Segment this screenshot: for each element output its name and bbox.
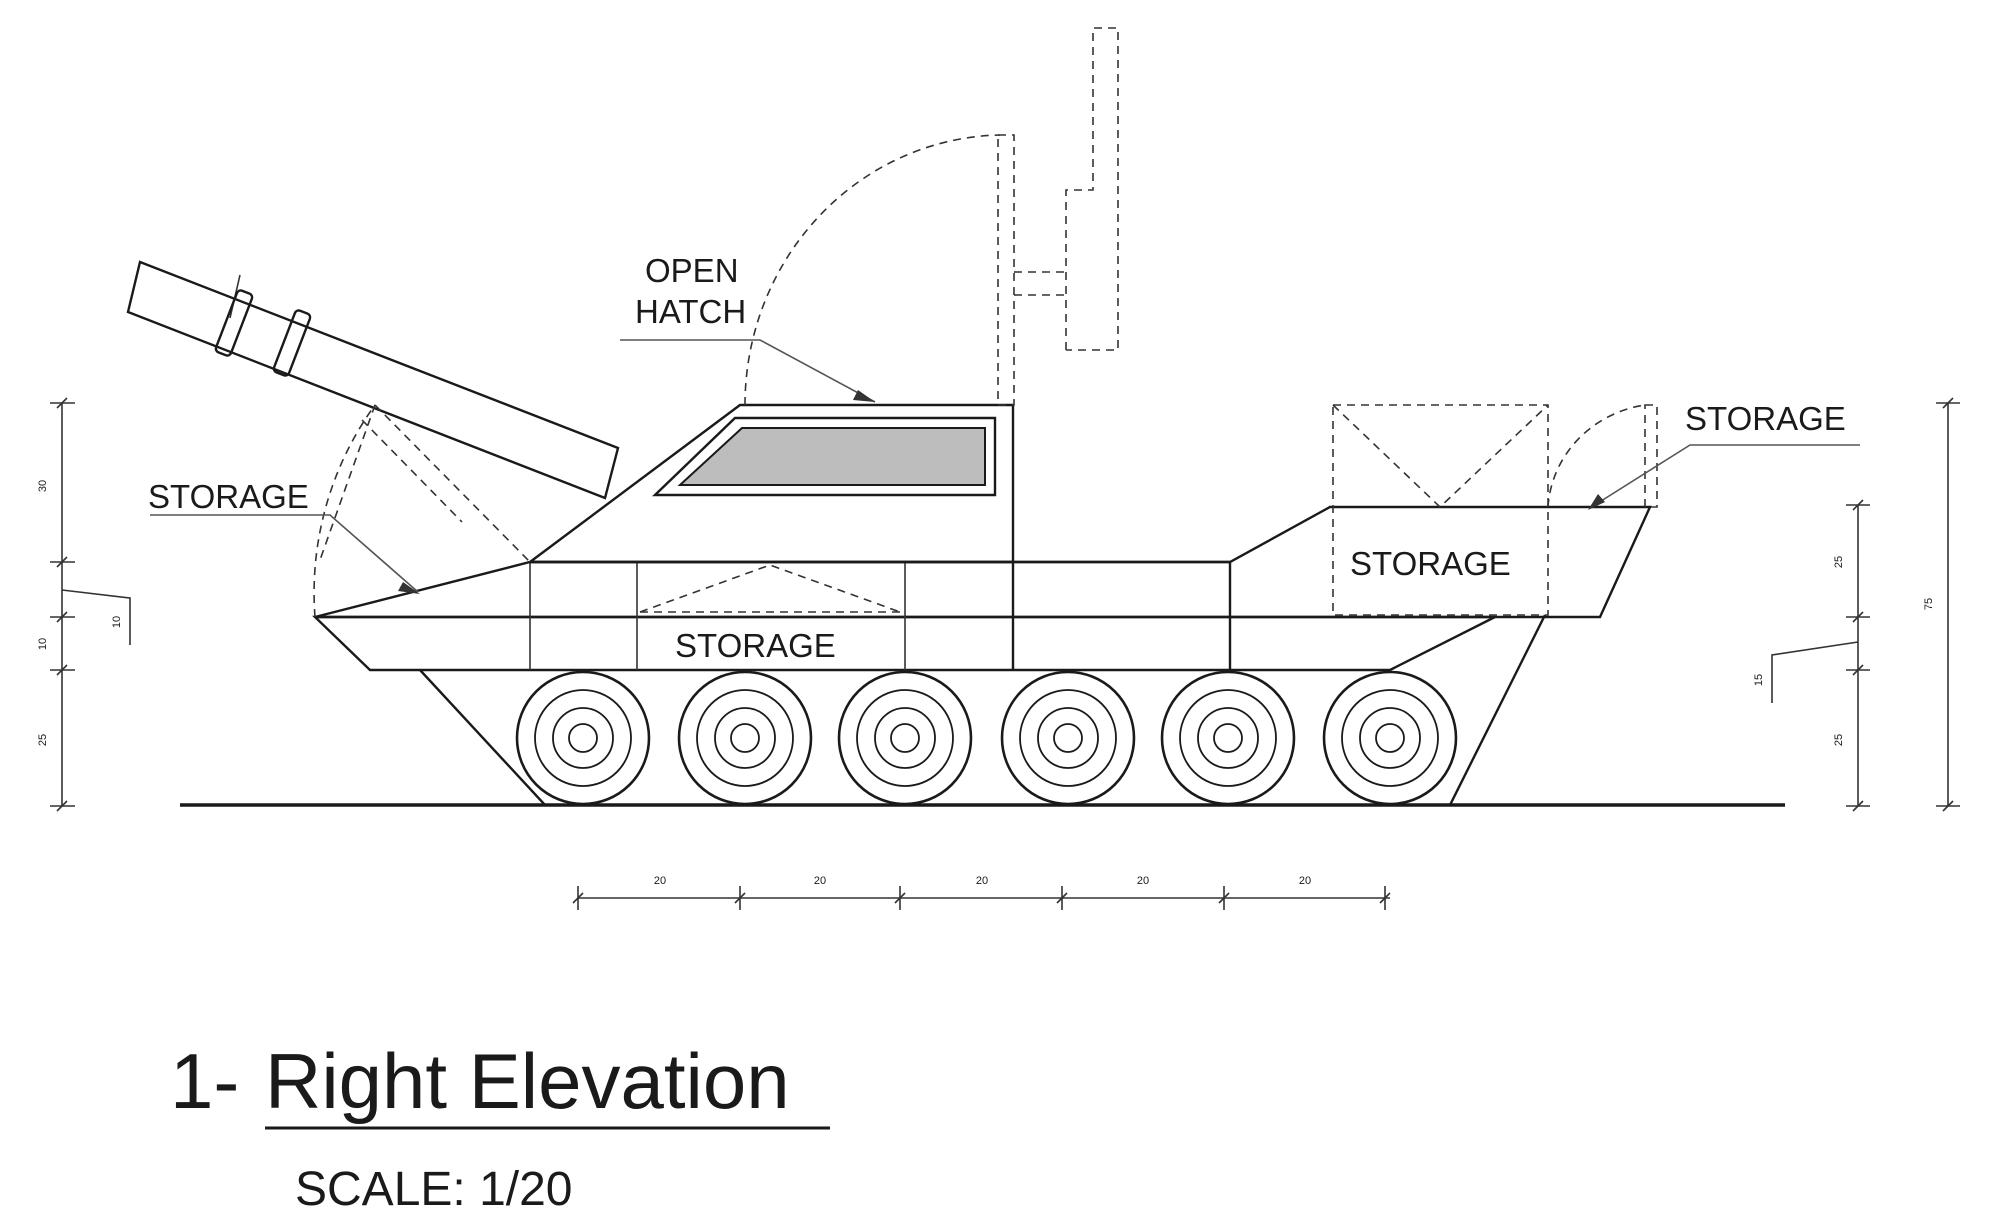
road-wheel: [677, 670, 813, 806]
right-dimension-chain: [1771, 397, 1960, 812]
dim-left-2: 10: [37, 638, 49, 650]
dim-bottom-2: 20: [814, 875, 826, 887]
storage-label-front: STORAGE: [148, 478, 309, 515]
hull-storage-markings: [639, 564, 901, 613]
open-hatch: [744, 27, 1119, 406]
turret-window-frame: [652, 416, 997, 497]
rear-storage-swing: [1547, 404, 1658, 508]
open-hatch-label-line2: HATCH: [635, 293, 746, 330]
road-wheel: [1322, 670, 1458, 806]
road-wheel: [1160, 670, 1296, 806]
leader-lines: [150, 339, 1860, 594]
dim-right-note: 15: [1753, 674, 1765, 686]
dim-right-overall: 75: [1923, 598, 1935, 610]
road-wheel: [1000, 670, 1136, 806]
dim-left-1: 30: [37, 480, 49, 492]
road-wheel: [837, 670, 973, 806]
storage-label-rear-box: STORAGE: [1350, 545, 1511, 582]
title-number: 1-: [170, 1037, 239, 1125]
dim-left-note: 10: [111, 616, 123, 628]
dim-left-3: 25: [37, 734, 49, 746]
track-outline: [419, 614, 1547, 807]
title-name: Right Elevation: [265, 1037, 790, 1125]
dim-bottom-4: 20: [1137, 875, 1149, 887]
left-dimension-chain: [50, 397, 131, 812]
rear-storage-box: [1332, 404, 1549, 616]
dim-bottom-1: 20: [654, 875, 666, 887]
dim-right-1: 25: [1833, 556, 1845, 568]
storage-label-hull: STORAGE: [675, 627, 836, 664]
storage-label-rear-door: STORAGE: [1685, 400, 1846, 437]
gun-barrel: [126, 260, 620, 500]
road-wheel: [515, 670, 651, 806]
dim-right-2: 25: [1833, 734, 1845, 746]
turret-window: [677, 427, 986, 486]
scale-label: SCALE: 1/20: [295, 1163, 573, 1216]
open-hatch-label-line1: OPEN: [645, 252, 739, 289]
hull-panel-lines: [529, 562, 1232, 670]
dim-bottom-5: 20: [1299, 875, 1311, 887]
road-wheels: [515, 670, 1458, 806]
bottom-dimension-chain: [572, 886, 1391, 910]
front-storage-swing: [313, 404, 531, 618]
dim-bottom-3: 20: [976, 875, 988, 887]
